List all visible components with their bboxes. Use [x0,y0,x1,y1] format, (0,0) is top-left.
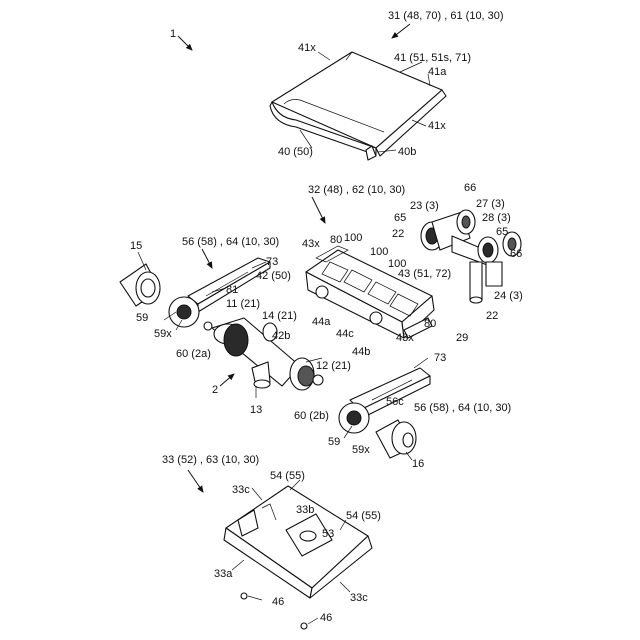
label-59x-b: 59x [352,444,370,456]
label-41a: 41a [428,66,446,78]
label-59b: 59 [328,436,340,448]
label-22b: 22 [486,310,498,322]
label-33c-a: 33c [232,484,250,496]
label-29: 29 [456,332,468,344]
label-56b: 56 (58) , 64 (10, 30) [414,402,511,414]
label-54b: 54 (55) [346,510,381,522]
label-56a: 56 (58) , 64 (10, 30) [182,236,279,248]
label-46a: 46 [272,596,284,608]
label-42b: 42b [272,330,290,342]
label-44b: 44b [352,346,370,358]
label-73b: 73 [434,352,446,364]
label-53: 53 [322,528,334,540]
label-33c-b: 33c [350,592,368,604]
label-16: 16 [412,458,424,470]
label-100a: 100 [344,232,362,244]
label-59a: 59 [136,312,148,324]
label-41: 41 (51, 51s, 71) [394,52,471,64]
label-44c: 44c [336,328,354,340]
label-22a: 22 [392,228,404,240]
label-11: 11 (21) [226,298,260,310]
label-2: 2 [212,384,218,396]
label-24: 24 (3) [494,290,523,302]
label-80b: 80 [424,318,436,330]
label-12: 12 (21) [316,360,351,372]
main-body-part [204,318,323,390]
top-cover-part [270,52,446,160]
label-15: 15 [130,240,142,252]
label-28: 28 (3) [482,212,511,224]
label-56c: 56c [386,396,404,408]
label-41x-b: 41x [428,120,446,132]
label-23: 23 (3) [410,200,439,212]
label-66b: 66 [510,248,522,260]
label-42: 42 (50) [256,270,291,282]
label-65b: 65 [496,226,508,238]
label-59x-a: 59x [154,328,172,340]
label-100b: 100 [370,246,388,258]
label-14: 14 (21) [262,310,297,322]
label-32: 32 (48) , 62 (10, 30) [308,184,405,196]
label-66a: 66 [464,182,476,194]
label-40: 40 (50) [278,146,313,158]
label-46b: 46 [320,612,332,624]
label-60a: 60 (2a) [176,348,211,360]
label-41x-a: 41x [298,42,316,54]
label-1: 1 [170,28,176,40]
label-44a: 44a [312,316,330,328]
label-33a: 33a [214,568,232,580]
label-80a: 80 [330,234,342,246]
label-43x-b: 43x [396,332,414,344]
label-27: 27 (3) [476,198,505,210]
cap-part [376,420,416,458]
label-43: 43 (51, 72) [398,268,451,280]
motor-part [120,264,160,306]
label-31: 31 (48, 70) , 61 (10, 30) [388,10,504,22]
label-54a: 54 (55) [270,470,305,482]
label-13: 13 [250,404,262,416]
label-60b: 60 (2b) [294,410,329,422]
label-33b: 33b [296,504,314,516]
label-33: 33 (52) , 63 (10, 30) [162,454,259,466]
lower-bracket-part [339,368,430,433]
label-81: 81 [226,284,238,296]
label-40b: 40b [398,146,416,158]
label-73a: 73 [266,256,278,268]
upper-bracket-part [169,258,270,327]
label-43x-a: 43x [302,238,320,250]
label-65a: 65 [394,212,406,224]
